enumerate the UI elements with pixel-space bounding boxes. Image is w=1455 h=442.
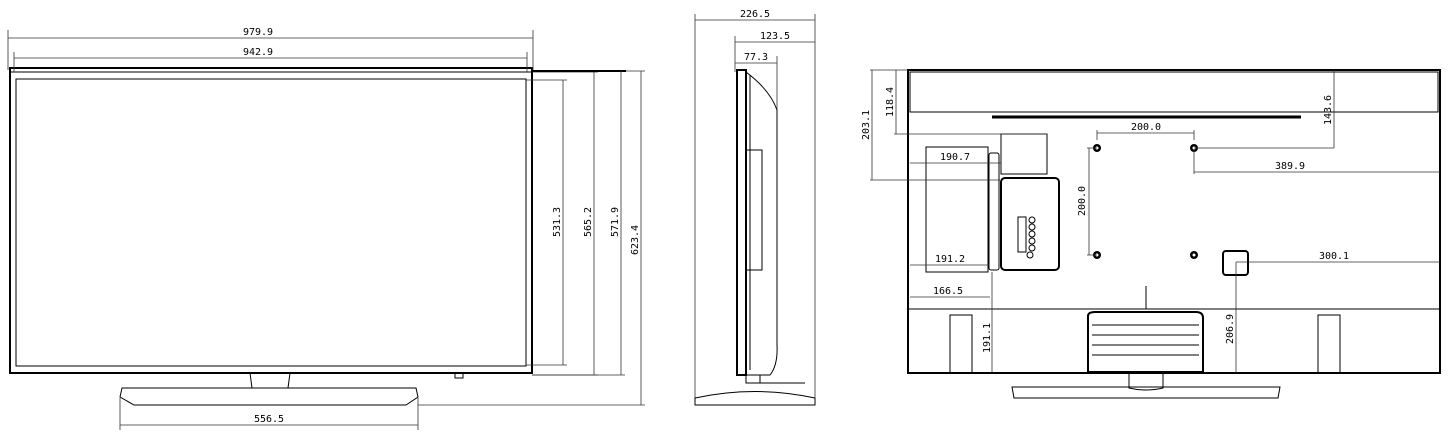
- port: [1028, 237, 1036, 245]
- label-box: [1000, 133, 1048, 175]
- tv-frame-front: [9, 67, 533, 374]
- front-view: 979.9 942.9 531.3 565.2 571.9 623.4 556.…: [7, 27, 645, 430]
- connector-ports: [1017, 216, 1036, 259]
- dim-vesa-vertical: 200.0: [1077, 186, 1088, 216]
- stand-base-back: [1011, 386, 1281, 399]
- dim-line: [870, 69, 1000, 181]
- panel-side: [736, 69, 747, 376]
- side-terminal-strip: [988, 152, 1000, 271]
- dim-123-5: 123.5: [760, 31, 790, 42]
- stand-mount-plate: [1087, 311, 1204, 373]
- port: [1028, 230, 1036, 238]
- dim-556-5: 556.5: [254, 414, 284, 425]
- dim-line: [13, 52, 528, 72]
- tv-screen: [15, 78, 527, 367]
- dim-300-1: 300.1: [1319, 251, 1349, 262]
- dim-line: [1193, 150, 1440, 174]
- stand-base-side: [694, 391, 816, 406]
- port: [1017, 216, 1027, 253]
- port: [1026, 251, 1034, 259]
- dim-vesa-horizontal: 200.0: [1131, 122, 1161, 133]
- dim-226-5: 226.5: [740, 9, 770, 20]
- dim-line: [1096, 130, 1195, 140]
- top-cover-band: [909, 71, 1439, 113]
- back-view: 203.1 118.4 200.0 200.0 143.6 389.9 190.…: [861, 69, 1441, 399]
- dim-line: [735, 56, 778, 110]
- dim-line: [734, 36, 815, 72]
- dim-143-6: 143.6: [1323, 95, 1334, 125]
- dim-389-9: 389.9: [1275, 161, 1305, 172]
- dim-line: [894, 70, 1047, 135]
- dim-line: [694, 14, 816, 400]
- dim-line: [526, 79, 567, 366]
- dim-623-4: 623.4: [630, 225, 641, 255]
- sensor-tab: [454, 372, 464, 379]
- stand-neck-side: [745, 375, 805, 384]
- dim-191-1: 191.1: [982, 323, 993, 353]
- dim-206-9: 206.9: [1225, 314, 1236, 344]
- vesa-mount-holes: [1093, 144, 1198, 259]
- dim-line: [1194, 70, 1335, 149]
- dim-line: [418, 70, 645, 406]
- stand-neck-back: [1128, 373, 1164, 391]
- dim-531-3: 531.3: [552, 207, 563, 237]
- stand-neck: [249, 372, 291, 389]
- mount-plate-ribs: [1092, 324, 1199, 356]
- dim-942-9: 942.9: [243, 47, 273, 58]
- dim-line: [1087, 147, 1097, 256]
- dim-166-5: 166.5: [933, 286, 963, 297]
- dim-203-1: 203.1: [861, 110, 872, 140]
- dim-77-3: 77.3: [744, 52, 768, 63]
- port: [1028, 223, 1036, 231]
- back-cover-side: [745, 71, 778, 376]
- port: [1028, 216, 1036, 224]
- dim-565-2: 565.2: [583, 207, 594, 237]
- side-view: 226.5 123.5 77.3: [694, 9, 816, 406]
- dim-190-7: 190.7: [940, 152, 970, 163]
- dim-571-9: 571.9: [610, 207, 621, 237]
- feet-slots: [949, 314, 1341, 373]
- dim-line: [119, 398, 419, 430]
- dim-line: [532, 71, 625, 376]
- dim-191-2: 191.2: [935, 254, 965, 265]
- port: [1028, 244, 1036, 252]
- side-detail: [746, 75, 763, 370]
- terminal-panel: [1000, 177, 1060, 271]
- dim-line: [7, 30, 534, 70]
- side-terminal-area: [925, 146, 989, 273]
- stand-base-front: [119, 387, 419, 406]
- power-socket: [1222, 250, 1249, 276]
- dim-118-4: 118.4: [885, 87, 896, 117]
- dim-979-9: 979.9: [243, 27, 273, 38]
